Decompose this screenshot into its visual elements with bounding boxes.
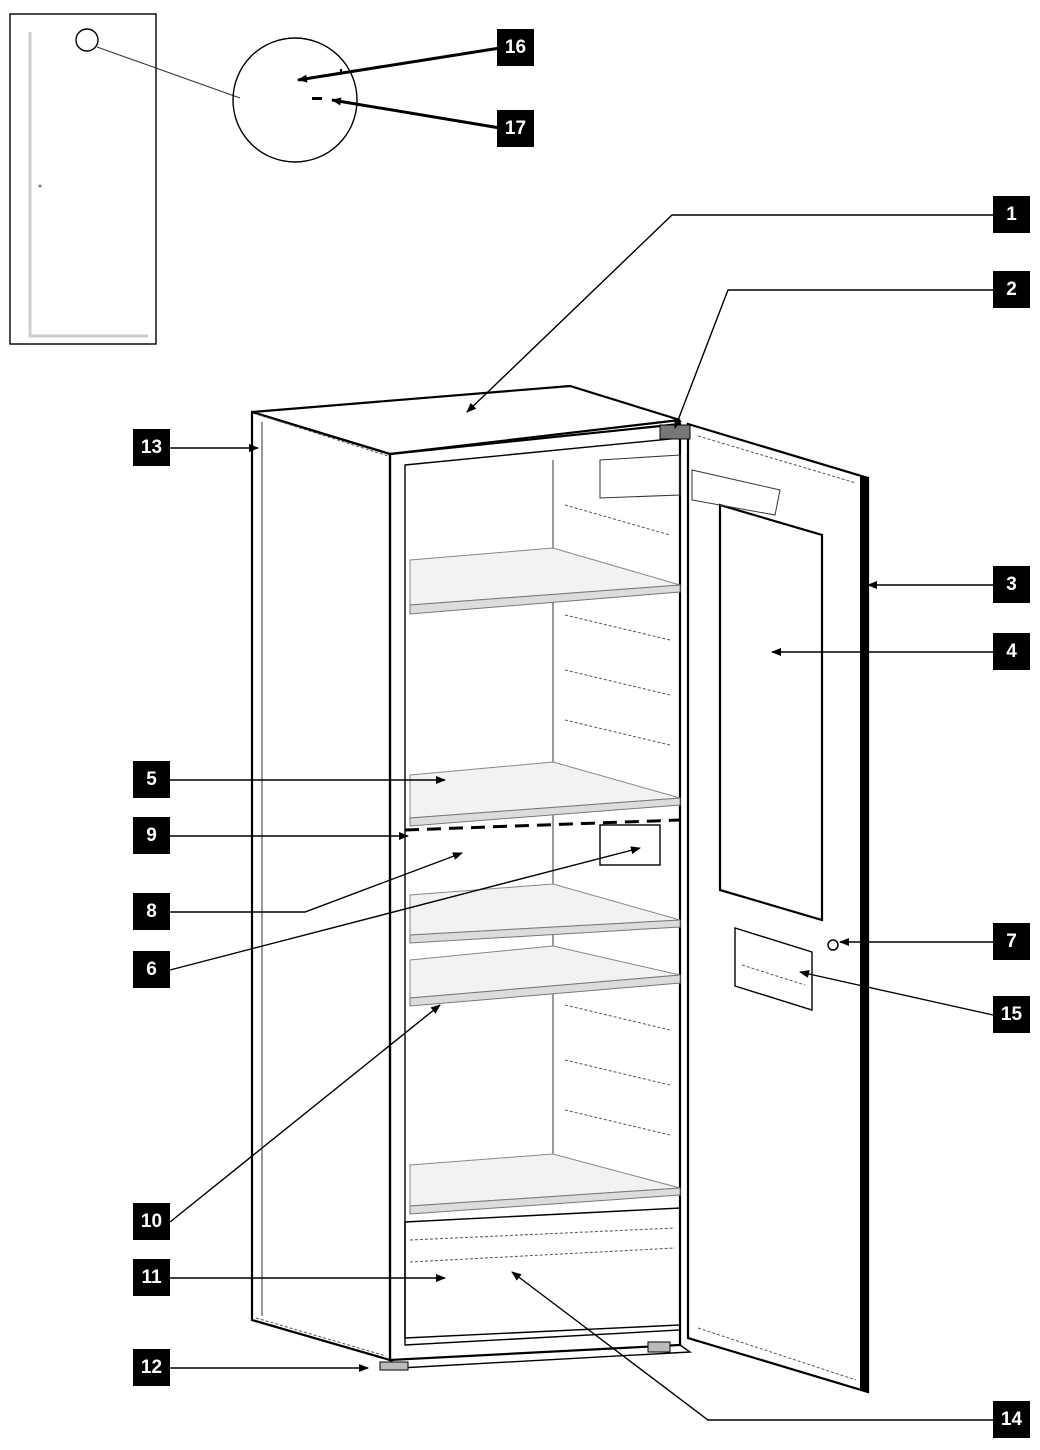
magnified-circle [232,37,358,163]
rear-panel-dot [38,184,42,188]
callout-1: 1 [993,196,1030,233]
divider-bar [404,818,681,832]
shelf-3 [409,883,681,944]
shelf-2 [409,761,681,827]
door-glass-window [718,503,824,922]
adjustable-foot [379,1361,409,1371]
callout-5: 5 [133,761,170,798]
detail-leader-line [96,46,241,99]
callout-16: 16 [497,29,534,66]
door-lock [827,939,839,951]
cabinet-base [388,1344,693,1369]
cabinet-side-panel [250,410,392,1362]
callout-14: 14 [993,1401,1030,1438]
magnified-detail [232,37,358,163]
door-top-bracket [691,469,781,516]
shelves [409,547,681,1215]
shelf-5 [409,1153,681,1215]
leader-lines [169,46,994,1421]
bottom-tray [404,1207,681,1339]
leader-15 [799,970,994,1016]
door-edge-seal [860,476,868,1392]
svg-text:3: 3 [1006,574,1017,595]
svg-text:7: 7 [1006,931,1017,952]
rear-panel-edge [28,32,148,338]
tray-slots-1 [409,1227,676,1241]
tray-slots-2 [409,1247,676,1263]
sensor-housing [599,824,661,866]
callout-15: 15 [993,996,1030,1033]
callout-6: 6 [133,951,170,988]
callout-10: 10 [133,1203,170,1240]
cabinet-door [659,422,870,1394]
callout-badges: 1 2 3 4 5 6 7 8 9 10 11 12 13 14 15 16 1… [133,29,1030,1438]
callout-12: 12 [133,1349,170,1386]
side-top-hatch [255,413,389,457]
svg-text:4: 4 [1006,641,1017,662]
svg-text:6: 6 [146,959,157,980]
side-bottom-hatch [255,1317,387,1357]
svg-text:5: 5 [146,769,157,790]
svg-text:14: 14 [1001,1409,1023,1430]
rear-panel-detail-circle [75,28,99,52]
wine-cabinet [250,384,693,1371]
leader-16 [297,46,501,83]
callout-7: 7 [993,923,1030,960]
door-top-gasket [697,435,857,484]
shelf-4 [409,945,681,1007]
callout-17: 17 [497,110,534,147]
shelf-runners [564,504,671,1136]
rear-panel-frame [9,13,157,345]
callout-11: 11 [133,1259,170,1296]
callout-4: 4 [993,633,1030,670]
svg-text:10: 10 [141,1211,162,1232]
detail-mark-16 [340,69,342,73]
svg-text:16: 16 [505,37,526,58]
callout-9: 9 [133,817,170,854]
callout-8: 8 [133,893,170,930]
callout-3: 3 [993,566,1030,603]
leader-17 [331,97,501,130]
callout-2: 2 [993,271,1030,308]
hinge-bottom [647,1341,671,1353]
control-panel [734,927,813,1011]
shelf-1 [409,547,681,615]
svg-text:1: 1 [1006,204,1017,225]
top-fan-housing [599,454,681,499]
svg-text:17: 17 [505,118,526,139]
leader-14 [511,1271,993,1421]
leader-10 [169,1004,441,1223]
svg-text:12: 12 [141,1357,162,1378]
callout-13: 13 [133,429,170,466]
svg-text:2: 2 [1006,279,1017,300]
leader-2 [674,289,993,429]
svg-text:11: 11 [141,1267,162,1288]
leader-8 [170,852,463,913]
svg-text:13: 13 [141,437,162,458]
svg-text:15: 15 [1001,1004,1023,1025]
rear-panel-inset [9,13,241,345]
leader-6 [169,846,641,971]
detail-mark-17 [312,97,322,100]
leader-1 [466,214,993,413]
door-bottom-gasket [697,1327,857,1381]
control-panel-buttons [741,964,806,986]
cabinet-interior-opening [404,437,681,1346]
svg-text:8: 8 [146,901,157,922]
svg-text:9: 9 [146,825,157,846]
